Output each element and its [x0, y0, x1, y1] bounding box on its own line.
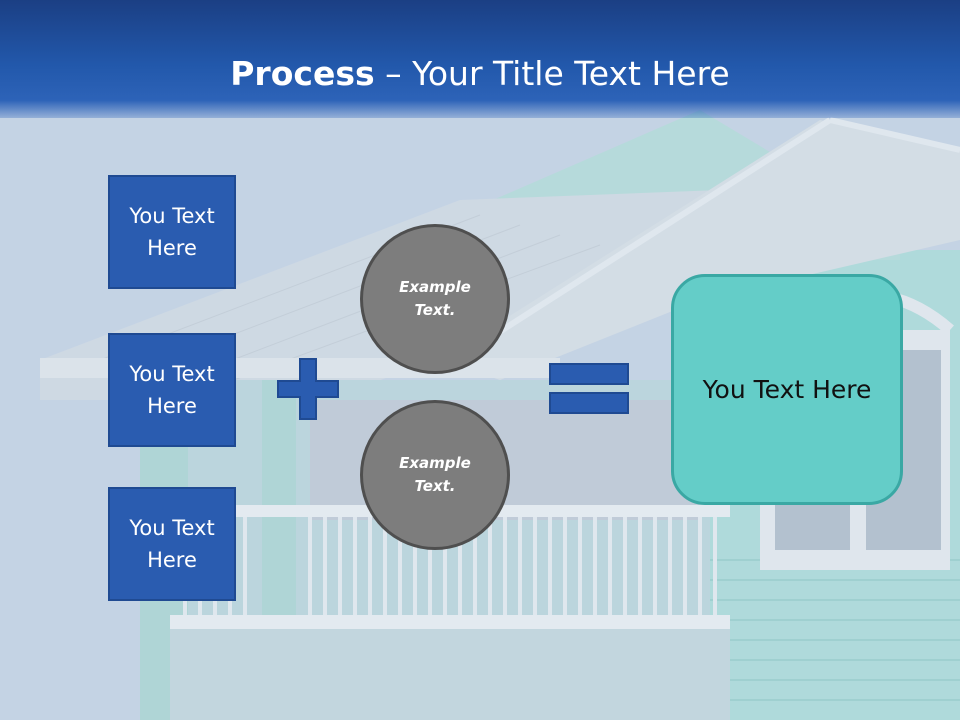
- example-circle-2-line2: Text.: [414, 477, 456, 495]
- input-box-3-line2: Here: [147, 548, 197, 572]
- example-circle-1-line2: Text.: [414, 301, 456, 319]
- input-box-2: You Text Here: [108, 333, 236, 447]
- slide-title: Process – Your Title Text Here: [0, 50, 960, 98]
- plus-icon: [277, 358, 339, 420]
- result-text: You Text Here: [702, 375, 872, 404]
- example-circle-2-line1: Example: [399, 454, 471, 472]
- input-box-1: You Text Here: [108, 175, 236, 289]
- example-circle-1-line1: Example: [399, 278, 471, 296]
- title-rest: – Your Title Text Here: [374, 54, 730, 93]
- input-box-2-line2: Here: [147, 394, 197, 418]
- input-box-3-line1: You Text: [129, 516, 215, 540]
- input-box-2-line1: You Text: [129, 362, 215, 386]
- result-box: You Text Here: [671, 274, 903, 505]
- input-box-1-line1: You Text: [129, 204, 215, 228]
- example-circle-2: Example Text.: [360, 400, 510, 550]
- input-box-1-line2: Here: [147, 236, 197, 260]
- title-bar: [0, 0, 960, 118]
- input-box-3: You Text Here: [108, 487, 236, 601]
- equals-icon: [549, 363, 629, 414]
- title-bold-part: Process: [230, 54, 375, 93]
- example-circle-1: Example Text.: [360, 224, 510, 374]
